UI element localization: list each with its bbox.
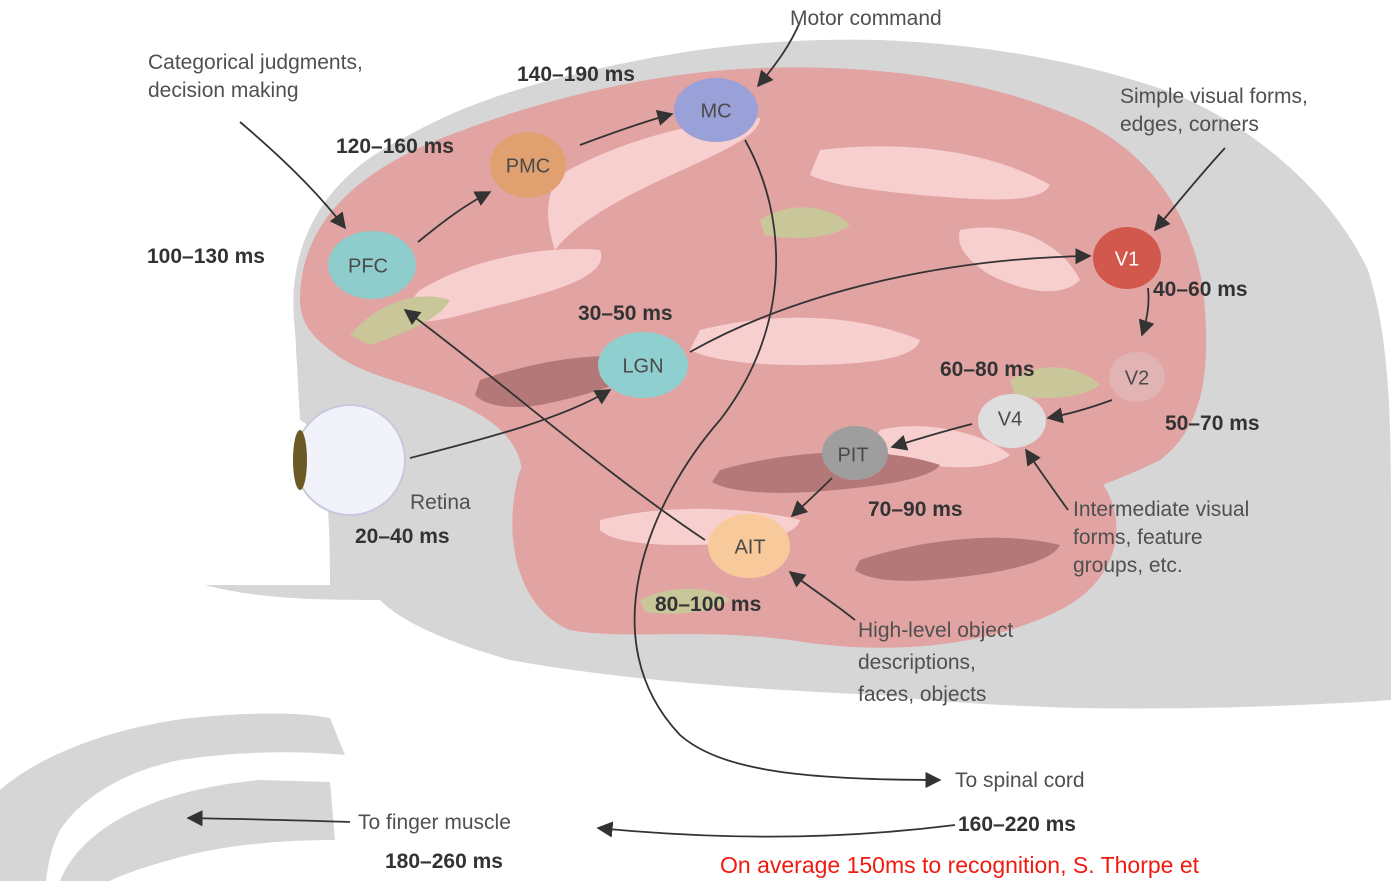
finger-muscle-timing: 180–260 ms	[385, 850, 503, 874]
mc-label: MC	[700, 101, 731, 124]
lgn-label: LGN	[622, 356, 663, 379]
intermediate-label-line1: Intermediate visual	[1073, 497, 1249, 522]
categorical-label-line1: Categorical judgments,	[148, 50, 363, 75]
citation-caption: On average 150ms to recognition, S. Thor…	[720, 852, 1199, 879]
v2-label: V2	[1125, 368, 1149, 391]
v4-label: V4	[998, 409, 1022, 432]
pit-label: PIT	[837, 445, 868, 468]
pit-timing: 70–90 ms	[868, 498, 963, 522]
simple-forms-label-line2: edges, corners	[1120, 112, 1259, 137]
categorical-label-line2: decision making	[148, 78, 299, 103]
retina-label: Retina	[410, 490, 471, 515]
lgn-timing: 30–50 ms	[578, 302, 673, 326]
simple-forms-label-line1: Simple visual forms,	[1120, 84, 1308, 109]
mc-timing: 140–190 ms	[517, 63, 635, 87]
intermediate-label-line3: groups, etc.	[1073, 553, 1183, 578]
motor-command-label: Motor command	[790, 6, 942, 31]
pmc-label: PMC	[506, 156, 550, 179]
v1-label: V1	[1115, 249, 1139, 272]
eye-icon	[293, 405, 405, 515]
v2-timing: 50–70 ms	[1165, 412, 1260, 436]
retina-timing: 20–40 ms	[355, 525, 450, 549]
highlevel-label-line2: descriptions,	[858, 650, 976, 675]
arm-silhouette	[0, 714, 345, 881]
spinal-cord-label: To spinal cord	[955, 768, 1085, 793]
pmc-timing: 120–160 ms	[336, 135, 454, 159]
arrow-spinal-to-finger	[598, 825, 955, 837]
pfc-label: PFC	[348, 256, 388, 279]
v4-timing: 60–80 ms	[940, 358, 1035, 382]
ait-timing: 80–100 ms	[655, 593, 761, 617]
intermediate-label-line2: forms, feature	[1073, 525, 1203, 550]
pfc-timing: 100–130 ms	[147, 245, 265, 269]
highlevel-label-line1: High-level object	[858, 618, 1013, 643]
finger-muscle-label: To finger muscle	[358, 810, 511, 835]
v1-timing: 40–60 ms	[1153, 278, 1248, 302]
highlevel-label-line3: faces, objects	[858, 682, 986, 707]
ait-label: AIT	[734, 537, 765, 560]
spinal-cord-timing: 160–220 ms	[958, 813, 1076, 837]
